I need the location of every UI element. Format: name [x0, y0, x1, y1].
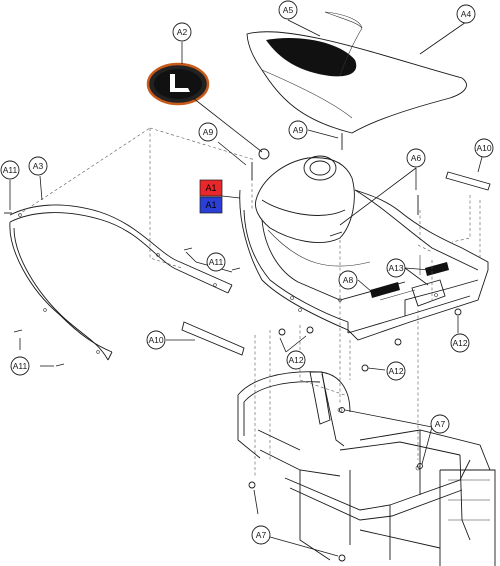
callout-a11-bottom-label: A11 — [13, 361, 28, 371]
callout-a5-label: A5 — [283, 5, 294, 15]
callout-a7-top-label: A7 — [435, 419, 446, 429]
callout-a8-label: A8 — [343, 275, 354, 285]
callout-a3-label: A3 — [33, 161, 44, 171]
callout-a8[interactable]: A8 — [338, 270, 358, 290]
callout-a4-label: A4 — [461, 9, 472, 19]
callout-a7-bottom[interactable]: A7 — [251, 525, 271, 545]
callout-a12-center[interactable]: A12 — [386, 361, 406, 381]
callout-a9-right[interactable]: A9 — [288, 120, 308, 140]
callout-a7-bottom-label: A7 — [256, 530, 267, 540]
color-badge-red: A1 — [199, 179, 223, 197]
callout-a11-bottom[interactable]: A11 — [10, 356, 30, 376]
strip-right — [445, 171, 491, 191]
assembly-lines — [17, 127, 481, 478]
fasteners — [4, 133, 462, 562]
leader-lines — [9, 19, 483, 557]
callout-a12-center-label: A12 — [388, 366, 403, 376]
callout-a11-mid-label: A11 — [209, 257, 224, 267]
callout-a10-left[interactable]: A10 — [146, 330, 166, 350]
shroud-frame — [239, 155, 489, 341]
callout-a11-top[interactable]: A11 — [0, 160, 20, 180]
callout-a2-label: A2 — [177, 27, 188, 37]
callout-a3[interactable]: A3 — [28, 156, 48, 176]
callout-a12-right[interactable]: A12 — [450, 333, 470, 353]
callout-a7-top[interactable]: A7 — [430, 414, 450, 434]
color-badge-blue: A1 — [199, 196, 223, 214]
callout-a10-left-label: A10 — [148, 335, 163, 345]
chassis-frame — [237, 371, 496, 566]
callout-a6[interactable]: A6 — [406, 148, 426, 168]
callout-a9-left-label: A9 — [203, 127, 214, 137]
badge-red-label: A1 — [205, 183, 216, 193]
callout-a10-right[interactable]: A10 — [474, 138, 494, 158]
logo-emblem — [146, 62, 210, 106]
callout-a10-right-label: A10 — [476, 143, 491, 153]
callout-a12-left-label: A12 — [288, 355, 303, 365]
trim-strip — [9, 204, 233, 361]
callout-a4[interactable]: A4 — [456, 4, 476, 24]
badge-blue-label: A1 — [205, 200, 216, 210]
callout-a11-mid[interactable]: A11 — [206, 252, 226, 272]
strip-left — [181, 321, 245, 356]
callout-a12-right-label: A12 — [452, 338, 467, 348]
callout-a6-label: A6 — [411, 153, 422, 163]
callout-a13-label: A13 — [388, 263, 403, 273]
callout-a2[interactable]: A2 — [172, 22, 192, 42]
seat-pad — [246, 11, 467, 134]
callout-a5[interactable]: A5 — [278, 0, 298, 20]
callout-a9-left[interactable]: A9 — [198, 122, 218, 142]
callout-a9-right-label: A9 — [293, 125, 304, 135]
callout-a13[interactable]: A13 — [386, 258, 406, 278]
callout-a11-top-label: A11 — [3, 165, 18, 175]
callout-a12-left[interactable]: A12 — [286, 350, 306, 370]
